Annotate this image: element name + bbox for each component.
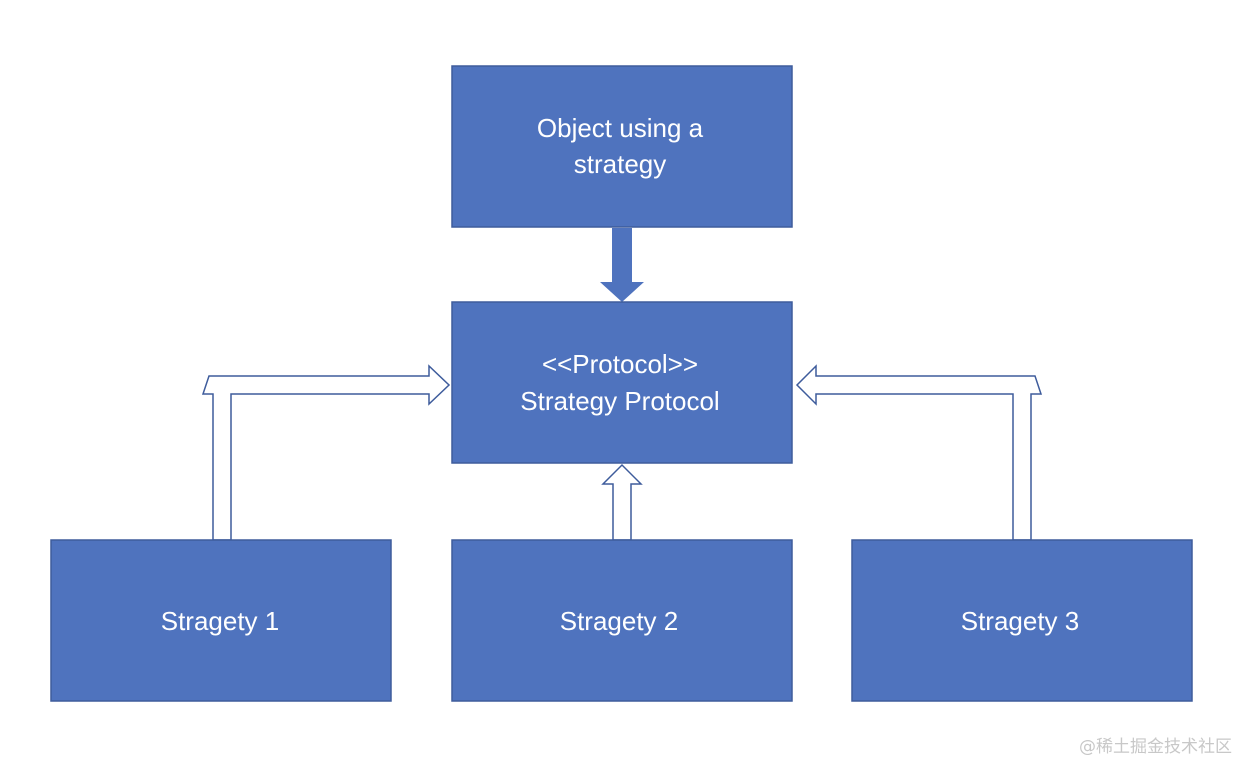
strategy2-box <box>451 539 793 702</box>
protocol-stereotype: <<Protocol>> <box>542 349 698 379</box>
strategy2-label: Stragety 2 <box>560 606 679 636</box>
protocol-box <box>451 301 793 464</box>
strategy1-box <box>50 539 392 702</box>
strategy2-to-protocol-arrow <box>601 463 643 541</box>
client-node: Object using a strategy <box>451 65 793 228</box>
client-label-line2: strategy <box>574 149 667 179</box>
protocol-node: <<Protocol>> Strategy Protocol <box>451 301 793 464</box>
strategy3-label: Stragety 3 <box>961 606 1080 636</box>
strategy3-box <box>851 539 1193 702</box>
client-box <box>451 65 793 228</box>
strategy2-node: Stragety 2 <box>451 539 793 702</box>
watermark-text: @稀土掘金技术社区 <box>1079 737 1232 757</box>
strategy1-node: Stragety 1 <box>50 539 392 702</box>
strategy1-label: Stragety 1 <box>161 606 280 636</box>
strategy1-to-protocol-arrow <box>201 364 451 541</box>
client-label-line1: Object using a <box>537 113 704 143</box>
protocol-name: Strategy Protocol <box>520 386 719 416</box>
strategy3-to-protocol-arrow <box>795 364 1043 541</box>
strategy3-node: Stragety 3 <box>851 539 1193 702</box>
client-to-protocol-arrow <box>600 228 644 302</box>
